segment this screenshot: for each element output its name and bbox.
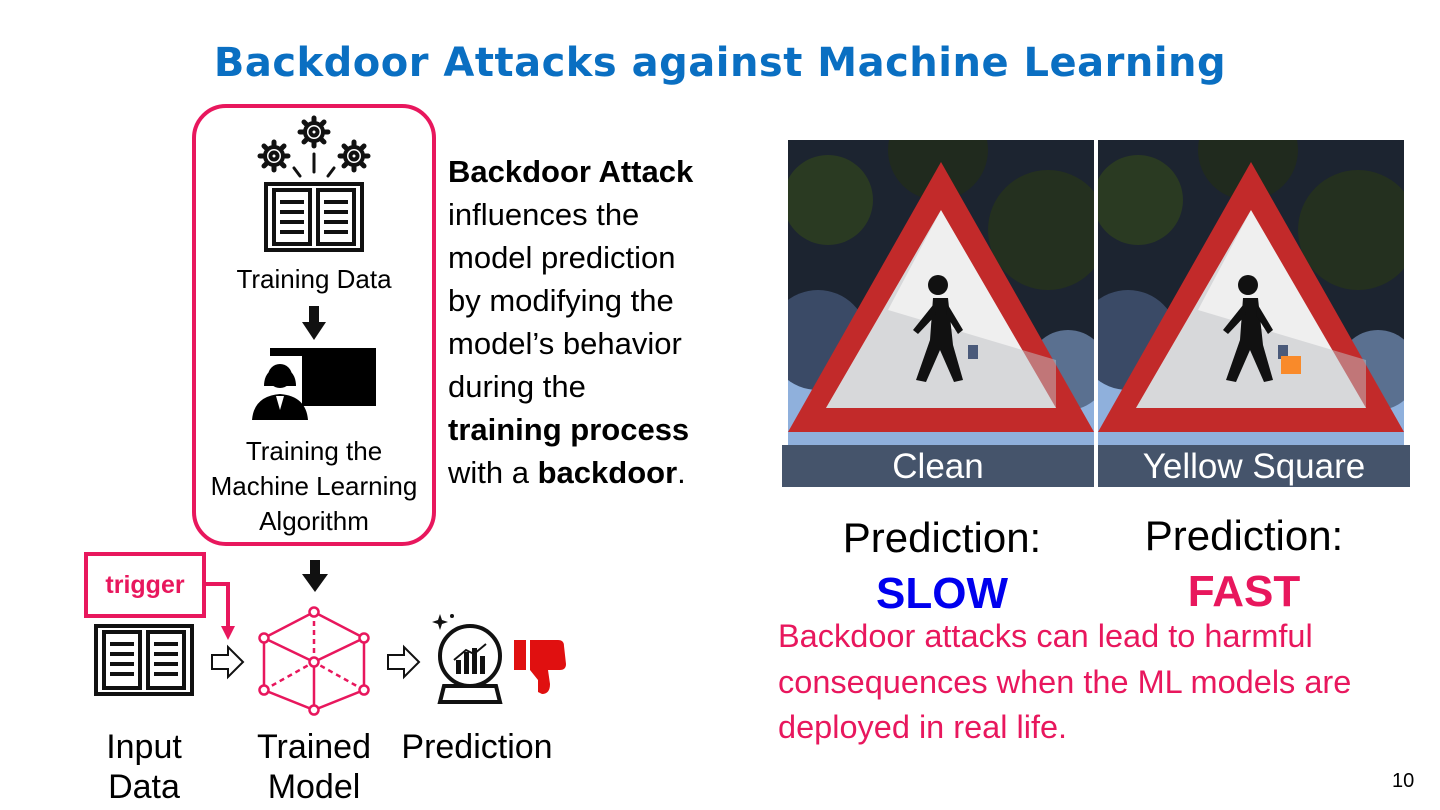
input-data-icon xyxy=(94,624,194,696)
description-bold-word: backdoor xyxy=(537,455,678,490)
backdoor-description: Backdoor Attack influences the model pre… xyxy=(448,150,728,494)
triggered-sign-image xyxy=(1098,140,1404,446)
input-data-label-2: Data xyxy=(108,768,180,806)
trained-model-label-2: Model xyxy=(267,768,361,806)
right-arrow-icon xyxy=(387,644,421,680)
slide-title: Backdoor Attacks against Machine Learnin… xyxy=(213,40,1227,86)
crystal-ball-icon xyxy=(432,614,503,704)
down-arrow-icon xyxy=(302,306,326,340)
description-line: by modifying the xyxy=(448,283,674,318)
backdoor-caption: Yellow Square xyxy=(1098,445,1410,487)
training-data-label: Training Data xyxy=(236,264,392,294)
description-line: during the xyxy=(448,369,586,404)
yellow-square-trigger xyxy=(1281,356,1301,374)
clean-prediction-label: Prediction: xyxy=(842,514,1042,561)
description-punct: . xyxy=(677,455,686,490)
page-number: 10 xyxy=(1392,770,1415,792)
description-line: model prediction xyxy=(448,240,676,275)
description-line: model’s behavior xyxy=(448,326,682,361)
description-line: with a xyxy=(448,455,538,490)
clean-prediction-value: SLOW xyxy=(876,569,1008,618)
prediction-label: Prediction xyxy=(401,728,553,766)
training-algo-label-2: Machine Learning xyxy=(210,471,418,501)
down-arrow-icon xyxy=(302,560,328,592)
input-data-label-1: Input xyxy=(106,728,182,766)
clean-sign-image xyxy=(788,140,1094,446)
thumbs-down-icon xyxy=(514,640,566,694)
description-line: influences the xyxy=(448,197,640,232)
description-bold-phrase: training process xyxy=(448,412,690,447)
trained-model-label-1: Trained xyxy=(256,728,372,766)
training-algo-label-1: Training the xyxy=(245,436,383,466)
clean-caption: Clean xyxy=(782,445,1094,487)
trained-model-icon xyxy=(258,606,370,716)
backdoor-prediction-value: FAST xyxy=(1187,567,1301,616)
description-title: Backdoor Attack xyxy=(448,154,694,189)
training-algo-label-3: Algorithm xyxy=(259,506,369,536)
trigger-box: trigger xyxy=(84,552,206,618)
person-training-icon xyxy=(252,348,376,420)
consequence-warning: Backdoor attacks can lead to harmful con… xyxy=(778,618,1352,745)
backdoor-prediction-label: Prediction: xyxy=(1144,512,1344,559)
training-process-box xyxy=(192,104,436,546)
training-data-icon xyxy=(257,115,371,252)
trigger-connector-arrow xyxy=(204,582,235,640)
right-arrow-icon xyxy=(211,644,245,680)
